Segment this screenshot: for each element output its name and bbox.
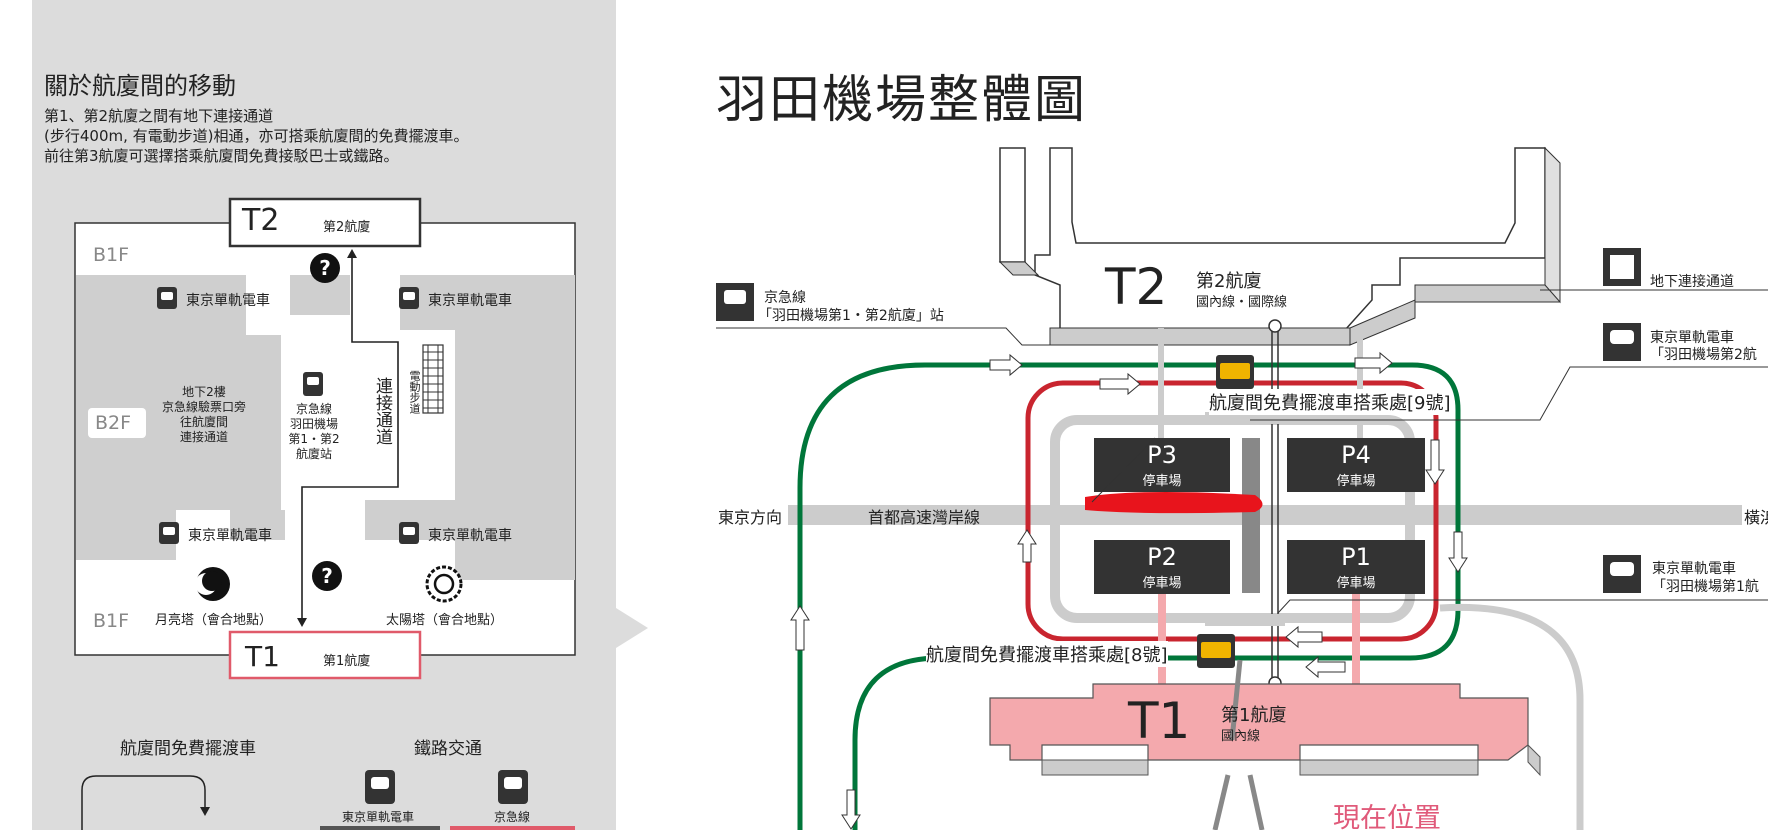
question-icon: ? <box>312 561 342 591</box>
train-icon <box>303 372 323 396</box>
passage-label: 連接通道 <box>372 377 392 445</box>
floor-b1f-bottom: B1F <box>93 610 130 632</box>
parking-p2 <box>1094 540 1230 594</box>
monorail-label-tr: 東京單軌電車 <box>428 293 512 309</box>
desc-line-1: 第1、第2航廈之間有地下連接通道 <box>44 107 274 125</box>
expressway-label: 首都高速灣岸線 <box>868 508 981 527</box>
monorail-label-bl: 東京單軌電車 <box>188 528 272 544</box>
moon-icon <box>195 567 230 601</box>
mini-t2-box <box>228 197 422 248</box>
p1-label: 停車場 <box>1336 576 1376 591</box>
bus-icon <box>1197 634 1235 668</box>
mini-route-line <box>301 254 399 622</box>
p2-code: P2 <box>1147 543 1177 571</box>
t2-name: 第2航廈 <box>1196 271 1262 292</box>
p3-code: P3 <box>1147 441 1177 469</box>
train-icon <box>716 283 754 321</box>
monorail-label-br: 東京單軌電車 <box>428 528 512 544</box>
arrow-up <box>347 249 357 258</box>
page-title: 羽田機場整體圖 <box>716 71 1088 130</box>
mini-t1-name: 第1航廈 <box>323 654 371 669</box>
tokyo-direction-label: 東京方向 <box>716 504 789 528</box>
underground-passage-label: 地下連接通道 <box>1650 274 1734 290</box>
floor-b2f: B2F <box>95 412 132 434</box>
grey-curve <box>1439 603 1584 830</box>
keikyu-line-label: 京急線 <box>764 290 806 306</box>
left-description: 第1、第2航廈之間有地下連接通道 (步行400m, 有電動步道)相通，亦可搭乘航… <box>44 106 469 166</box>
monorail-icon <box>159 522 179 544</box>
desc-line-3: 前往第3航廈可選擇搭乘航廈間免費接駁巴士或鐵路。 <box>44 147 399 165</box>
person-elevator-icon <box>1603 248 1641 286</box>
mini-t2-name: 第2航廈 <box>323 220 371 235</box>
floor-b1f-top: B1F <box>93 244 130 266</box>
b2-description: 地下2樓 京急線驗票口旁 往航廈間 連接通道 <box>161 385 246 444</box>
walkway-label: 電動步道 <box>408 370 421 414</box>
parking-p4 <box>1287 438 1425 492</box>
walkway-graphic <box>422 344 444 414</box>
rail-keikyu-label: 京急線 <box>494 810 531 824</box>
center-column <box>1242 438 1260 593</box>
svg-text:?: ? <box>319 256 331 280</box>
train-icon <box>498 770 528 804</box>
t2-code: T2 <box>1105 258 1168 316</box>
left-title: 關於航廈間的移動 <box>44 72 236 100</box>
red-scribble-mark <box>1085 491 1263 514</box>
b2f-badge <box>88 408 146 438</box>
p1-code: P1 <box>1341 543 1371 571</box>
t1-name: 第1航廈 <box>1221 705 1287 726</box>
monorail-t1-name: 東京單軌電車 <box>1652 561 1736 577</box>
monorail-icon <box>157 287 177 309</box>
desc-line-2: (步行400m, 有電動步道)相通，亦可搭乘航廈間的免費擺渡車。 <box>44 127 469 145</box>
current-location-label: 現在位置 <box>1333 803 1441 834</box>
t1-subtitle: 國內線 <box>1221 729 1261 744</box>
p3-label: 停車場 <box>1142 474 1182 489</box>
t2-wing-left <box>999 147 1026 263</box>
t2-building <box>1034 147 1546 331</box>
monorail-icon <box>365 770 395 804</box>
p4-label: 停車場 <box>1336 474 1376 489</box>
yokohama-direction-label: 橫浜 <box>1742 504 1768 528</box>
green-route <box>797 362 1461 830</box>
mini-t2-code: T2 <box>242 203 280 238</box>
mini-block <box>455 330 575 580</box>
keikyu-station-description: 京急線 羽田機場 第1・第2 航廈站 <box>288 402 340 461</box>
monorail-t1-station: 「羽田機場第1航 <box>1652 579 1759 595</box>
monorail-t2-station: 「羽田機場第2航 <box>1650 347 1757 363</box>
parking-p1 <box>1287 540 1425 594</box>
monorail-icon <box>399 287 419 309</box>
panel-pointer <box>616 608 648 648</box>
mini-block <box>230 510 285 540</box>
t1-building <box>989 683 1529 761</box>
p4-code: P4 <box>1341 441 1371 469</box>
svg-text:?: ? <box>321 564 333 588</box>
monorail-t2-name: 東京單軌電車 <box>1650 330 1734 346</box>
question-icon: ? <box>310 253 340 283</box>
monorail-icon <box>1603 323 1641 361</box>
monorail-icon <box>1603 555 1641 593</box>
mini-t1-code: T1 <box>245 640 280 673</box>
rail-monorail-label: 東京單軌電車 <box>342 810 415 824</box>
monorail-icon <box>399 522 419 544</box>
keikyu-station-label: 「羽田機場第1・第2航廈」站 <box>758 308 944 324</box>
rail-title: 鐵路交通 <box>414 739 482 759</box>
shuttle-title: 航廈間免費擺渡車 <box>120 739 256 759</box>
monorail-label-tl: 東京單軌電車 <box>186 293 270 309</box>
mini-block <box>400 275 575 330</box>
shuttle-loop <box>81 775 206 830</box>
sun-tower-label: 太陽塔（會合地點） <box>386 613 504 628</box>
p2-label: 停車場 <box>1142 576 1182 591</box>
t2-subtitle: 國內線・國際線 <box>1196 295 1288 310</box>
sun-icon <box>425 565 463 603</box>
mini-t1-box <box>228 630 422 680</box>
t1-code: T1 <box>1128 692 1191 750</box>
bus-icon <box>1216 355 1254 389</box>
shuttle-stop-8: 航廈間免費擺渡車搭乘處[8號] <box>926 641 1168 667</box>
shuttle-stop-9: 航廈間免費擺渡車搭乘處[9號] <box>1209 389 1451 415</box>
moon-tower-label: 月亮塔（會合地點） <box>155 613 273 628</box>
arrow-down <box>297 618 307 627</box>
parking-p3 <box>1094 438 1230 492</box>
